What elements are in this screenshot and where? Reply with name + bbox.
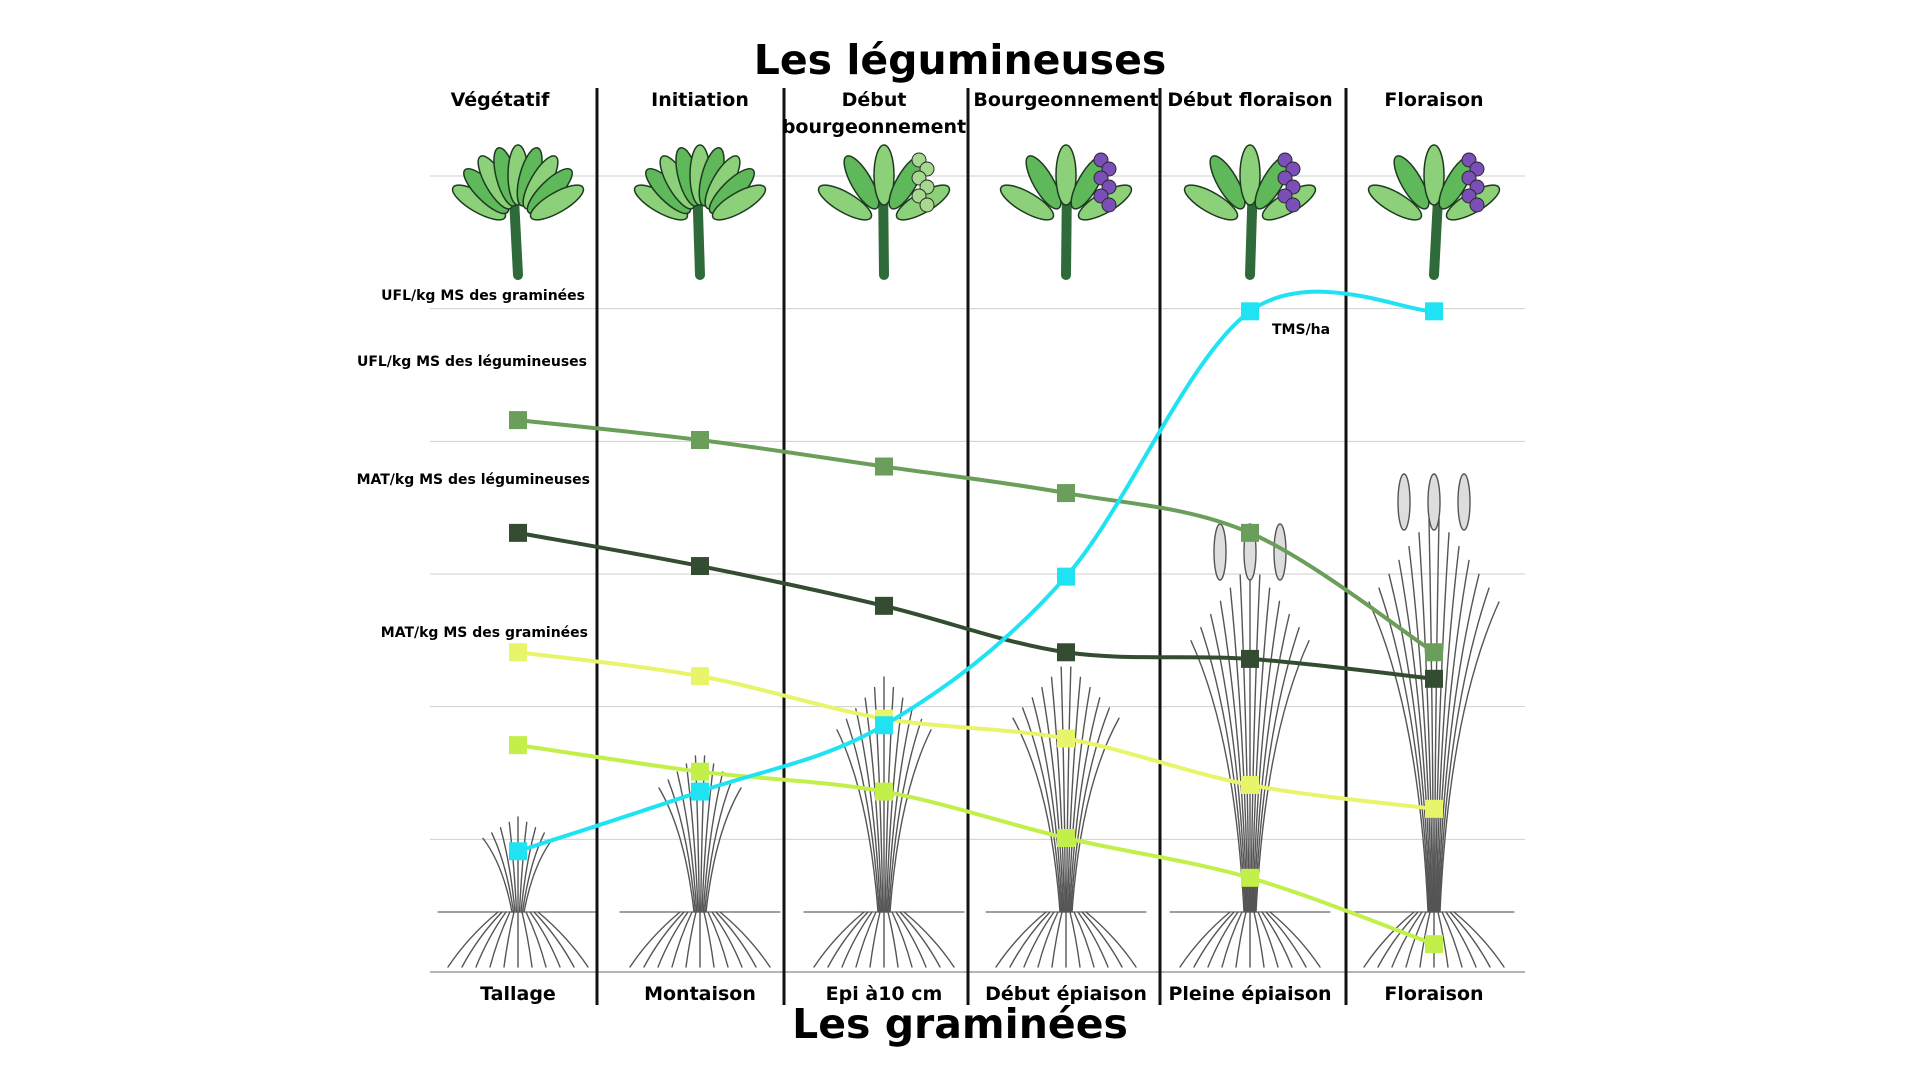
- data-point: [1057, 643, 1075, 662]
- grass-drawing: [1353, 473, 1515, 968]
- legume-stage-label: Début floraison: [1167, 89, 1332, 111]
- series-2: [509, 643, 1443, 818]
- series-line: [517, 530, 1435, 681]
- series-label: MAT/kg MS des graminées: [381, 625, 588, 641]
- data-point: [1241, 523, 1259, 542]
- grass-drawing: [619, 755, 781, 968]
- legume-stage-label: Bourgeonnement: [973, 89, 1158, 111]
- grass-stage-label: Pleine épiaison: [1168, 983, 1331, 1005]
- plant-illustrations: [437, 144, 1515, 968]
- data-point: [1241, 302, 1259, 321]
- data-point: [1057, 829, 1075, 848]
- data-point: [509, 523, 527, 542]
- data-point: [509, 411, 527, 430]
- grass-drawing: [985, 666, 1147, 968]
- data-point: [875, 716, 893, 735]
- series-line: [517, 743, 1435, 947]
- legume-stage-label: Végétatif: [451, 89, 551, 111]
- data-point: [509, 643, 527, 662]
- series-4: [509, 289, 1443, 861]
- series-lines: [509, 289, 1443, 954]
- legume-drawing: [817, 144, 951, 280]
- data-point: [1425, 643, 1443, 662]
- series-0: [509, 411, 1443, 662]
- legume-drawing: [633, 144, 767, 280]
- grass-stage-label: Floraison: [1384, 983, 1483, 1005]
- grass-stage-label: Montaison: [644, 983, 756, 1005]
- data-point: [1241, 868, 1259, 887]
- data-point: [1425, 302, 1443, 321]
- data-point: [1241, 775, 1259, 794]
- data-point: [1057, 729, 1075, 748]
- grass-stage-label: Début épiaison: [985, 983, 1147, 1005]
- legume-drawings: [451, 144, 1501, 280]
- data-point: [1057, 484, 1075, 503]
- data-point: [1425, 669, 1443, 688]
- series-line: [517, 418, 1436, 654]
- series-label: TMS/ha: [1272, 322, 1330, 338]
- series-3: [509, 736, 1443, 954]
- gridlines: [430, 175, 1525, 973]
- data-point: [1057, 567, 1075, 586]
- legume-drawing: [999, 144, 1133, 280]
- data-point: [509, 842, 527, 861]
- data-point: [691, 431, 709, 450]
- grass-drawing: [1169, 523, 1331, 968]
- data-point: [1241, 649, 1259, 668]
- series-line: [517, 650, 1435, 811]
- grasses-title: Les graminées: [792, 1000, 1128, 1048]
- legumes-title: Les légumineuses: [753, 36, 1167, 84]
- data-point: [875, 782, 893, 801]
- series-1: [509, 523, 1443, 688]
- data-point: [875, 457, 893, 476]
- legume-stage-label: Initiation: [651, 89, 749, 111]
- data-point: [509, 736, 527, 755]
- data-point: [691, 762, 709, 781]
- legume-drawing: [1183, 144, 1317, 280]
- data-point: [691, 667, 709, 686]
- legume-drawing: [1367, 144, 1501, 280]
- legume-drawing: [451, 144, 585, 280]
- data-point: [691, 782, 709, 801]
- data-point: [691, 557, 709, 576]
- grass-drawing: [437, 816, 599, 968]
- data-point: [1425, 935, 1443, 954]
- series-label: UFL/kg MS des graminées: [381, 288, 585, 304]
- data-point: [875, 596, 893, 615]
- grass-stage-label: Epi à10 cm: [826, 983, 943, 1005]
- series-label: MAT/kg MS des légumineuses: [357, 472, 590, 488]
- legume-stage-label: Floraison: [1384, 89, 1483, 111]
- series-label: UFL/kg MS des légumineuses: [357, 354, 587, 370]
- grass-stage-label: Tallage: [480, 983, 556, 1005]
- data-point: [1425, 799, 1443, 818]
